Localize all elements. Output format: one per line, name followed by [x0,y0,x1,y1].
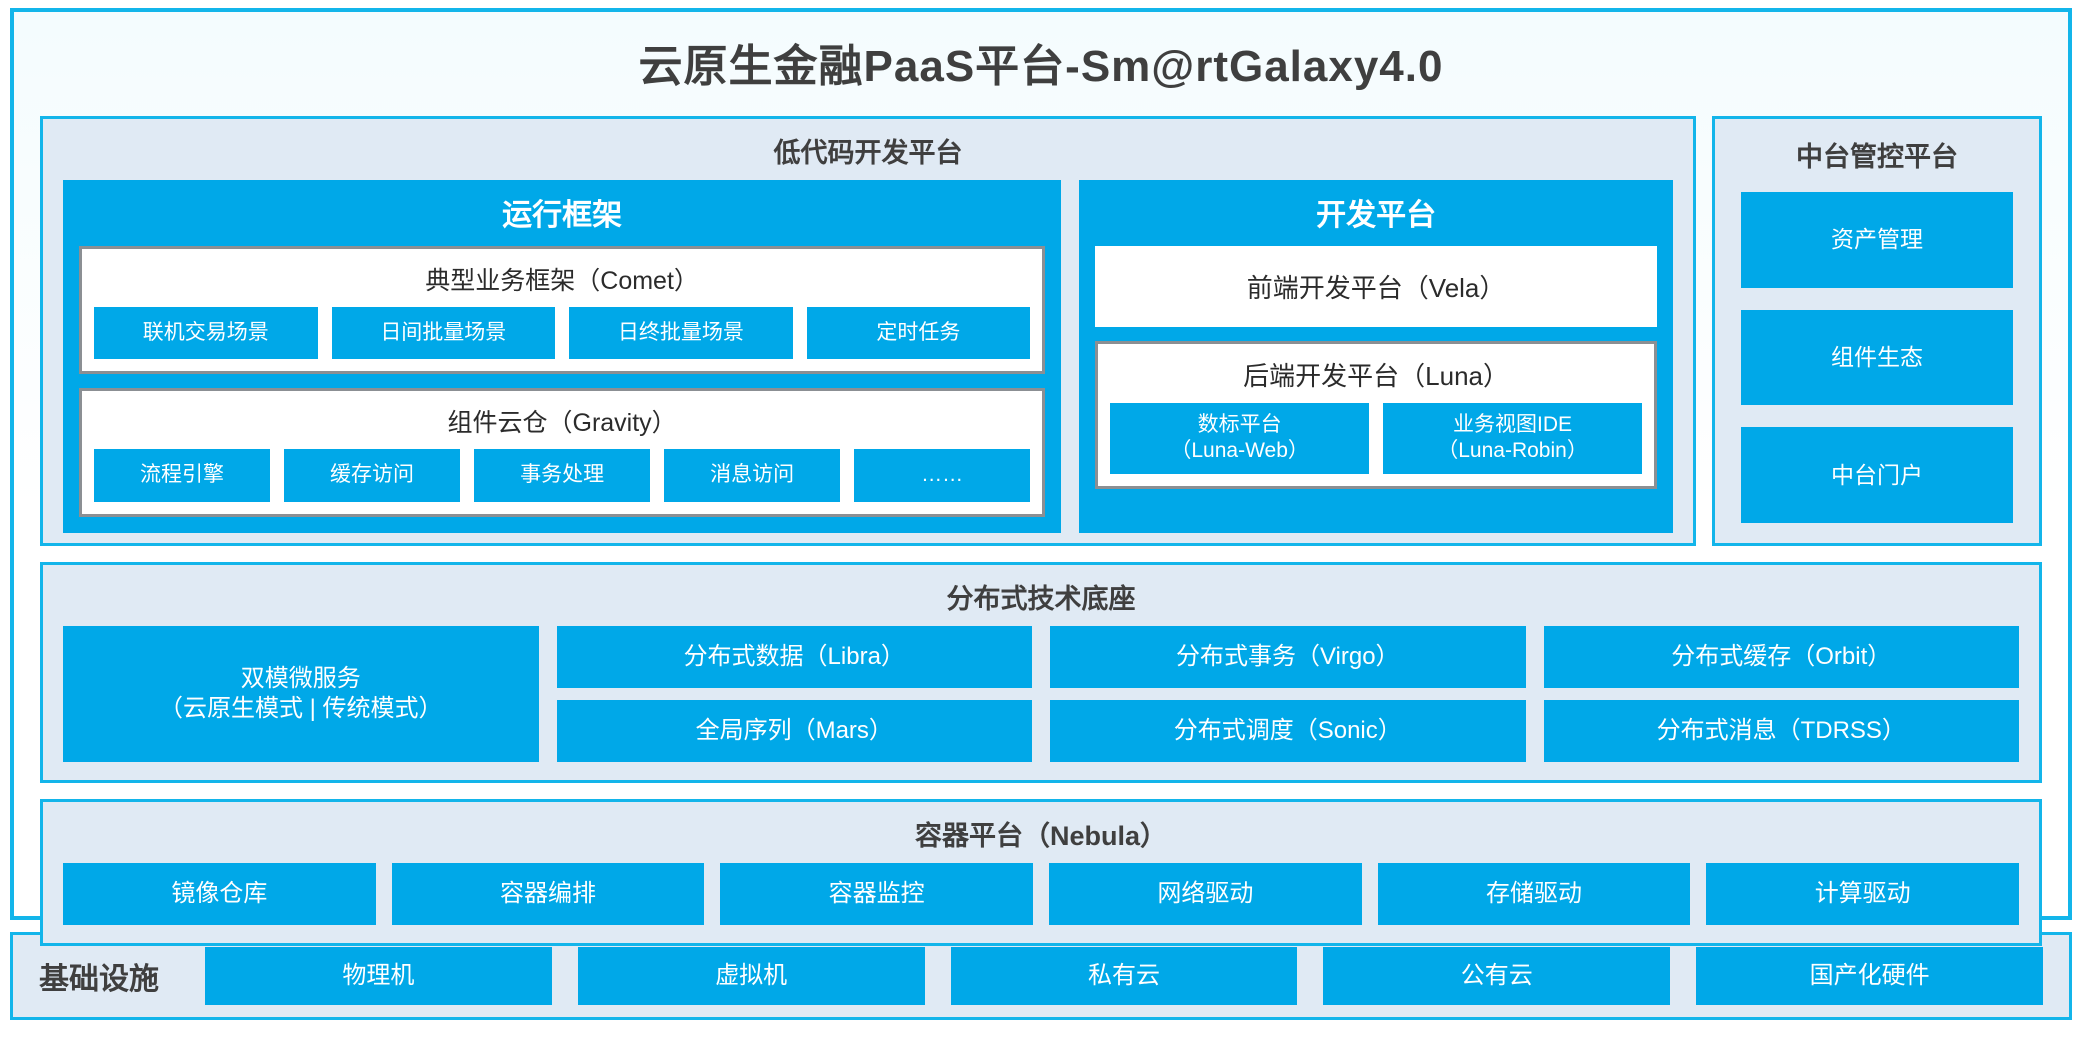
tile-luna-web-line1: 数标平台 [1197,413,1282,436]
tile-physical-machine[interactable]: 物理机 [205,947,552,1005]
tile-domestic-hardware[interactable]: 国产化硬件 [1696,947,2043,1005]
tile-gravity-0[interactable]: 流程引擎 [94,449,271,502]
backend-dev-box: 后端开发平台（Luna） 数标平台 （Luna-Web） 业务视图IDE （Lu… [1095,341,1657,489]
distributed-base-title: 分布式技术底座 [946,584,1136,614]
tile-microservice-line1: 双模微服务 [240,665,361,692]
tile-microservice-line2: （云原生模式 | 传统模式） [158,695,443,722]
tile-container-monitoring[interactable]: 容器监控 [720,863,1034,925]
tile-comet-2[interactable]: 日终批量场景 [569,307,793,360]
container-platform-panel: 容器平台（Nebula） 镜像仓库 容器编排 容器监控 网络驱动 存储驱动 计算… [40,799,2042,946]
frontend-dev-box[interactable]: 前端开发平台（Vela） [1095,246,1657,327]
lowcode-platform-title: 低代码开发平台 [773,138,963,168]
tile-container-orchestration[interactable]: 容器编排 [391,863,705,925]
dev-platform-title: 开发平台 [1316,199,1437,232]
mid-platform-title: 中台管控平台 [1796,142,1958,172]
tile-luna-robin-line2: （Luna-Robin） [1437,439,1588,463]
backend-tile-row: 数标平台 （Luna-Web） 业务视图IDE （Luna-Robin） [1110,403,1642,474]
gravity-tile-row: 流程引擎 缓存访问 事务处理 消息访问 …… [94,449,1031,502]
dev-platform-card: 开发平台 前端开发平台（Vela） 后端开发平台（Luna） 数标平台 （Lun… [1079,180,1673,533]
comet-box: 典型业务框架（Comet） 联机交易场景 日间批量场景 日终批量场景 定时任务 [79,246,1046,375]
backend-dev-title: 后端开发平台（Luna） [1243,361,1510,391]
comet-title: 典型业务框架（Comet） [425,267,699,295]
tile-compute-driver[interactable]: 计算驱动 [1706,863,2020,925]
mid-platform-tiles: 资产管理 组件生态 中台门户 [1741,192,2013,524]
distributed-base-body: 双模微服务 （云原生模式 | 传统模式） 分布式数据（Libra） 全局序列（M… [43,626,2039,762]
tile-dual-mode-microservice[interactable]: 双模微服务 （云原生模式 | 传统模式） [63,626,539,762]
distributed-col-microservice: 双模微服务 （云原生模式 | 传统模式） [63,626,539,762]
tile-image-registry[interactable]: 镜像仓库 [63,863,376,925]
distributed-base-panel: 分布式技术底座 双模微服务 （云原生模式 | 传统模式） 分布式数据（Libra… [40,562,2042,783]
infrastructure-panel: 基础设施 物理机 虚拟机 私有云 公有云 国产化硬件 [10,932,2072,1020]
tile-component-ecosystem[interactable]: 组件生态 [1741,309,2013,406]
lowcode-platform-body: 运行框架 典型业务框架（Comet） 联机交易场景 日间批量场景 日终批量场景 … [43,180,1693,551]
runtime-framework-card: 运行框架 典型业务框架（Comet） 联机交易场景 日间批量场景 日终批量场景 … [63,180,1062,533]
tile-distributed-transaction[interactable]: 分布式事务（Virgo） [1050,626,1526,688]
gravity-title: 组件云仓（Gravity） [447,409,677,438]
main-frame: 云原生金融PaaS平台-Sm@rtGalaxy4.0 低代码开发平台 运行框架 … [10,8,2072,946]
distributed-col-3: 分布式缓存（Orbit） 分布式消息（TDRSS） [1543,626,2019,762]
container-platform-body: 镜像仓库 容器编排 容器监控 网络驱动 存储驱动 计算驱动 [43,863,2039,925]
gravity-box: 组件云仓（Gravity） 流程引擎 缓存访问 事务处理 消息访问 …… [79,388,1046,517]
tile-luna-robin[interactable]: 业务视图IDE （Luna-Robin） [1383,403,1642,474]
tile-distributed-data[interactable]: 分布式数据（Libra） [556,626,1032,688]
infrastructure-label: 基础设施 [39,963,159,996]
tile-gravity-3[interactable]: 消息访问 [664,449,841,502]
tile-network-driver[interactable]: 网络驱动 [1049,863,1362,925]
comet-tile-row: 联机交易场景 日间批量场景 日终批量场景 定时任务 [94,307,1031,360]
tile-asset-management[interactable]: 资产管理 [1741,192,2013,288]
top-row: 低代码开发平台 运行框架 典型业务框架（Comet） 联机交易场景 日间批量场景… [40,116,2042,546]
page-title: 云原生金融PaaS平台-Sm@rtGalaxy4.0 [638,42,1444,91]
lowcode-platform-panel: 低代码开发平台 运行框架 典型业务框架（Comet） 联机交易场景 日间批量场景… [40,116,1696,546]
tile-global-sequence[interactable]: 全局序列（Mars） [556,700,1032,762]
tile-storage-driver[interactable]: 存储驱动 [1377,863,1691,925]
tile-luna-web[interactable]: 数标平台 （Luna-Web） [1110,403,1370,474]
tile-mid-portal[interactable]: 中台门户 [1741,427,2013,524]
tile-distributed-message[interactable]: 分布式消息（TDRSS） [1543,700,2019,762]
tile-gravity-more[interactable]: …… [854,449,1031,502]
tile-public-cloud[interactable]: 公有云 [1323,947,1671,1005]
distributed-col-2: 分布式事务（Virgo） 分布式调度（Sonic） [1050,626,1526,762]
tile-luna-web-line2: （Luna-Web） [1170,439,1309,463]
runtime-framework-title: 运行框架 [502,199,623,232]
frontend-dev-label: 前端开发平台（Vela） [1246,273,1506,303]
container-platform-title: 容器平台（Nebula） [914,821,1168,851]
tile-comet-1[interactable]: 日间批量场景 [331,307,556,360]
tile-luna-robin-line1: 业务视图IDE [1453,413,1573,436]
tile-private-cloud[interactable]: 私有云 [950,947,1298,1005]
tile-distributed-scheduling[interactable]: 分布式调度（Sonic） [1050,700,1526,762]
tile-distributed-cache[interactable]: 分布式缓存（Orbit） [1543,626,2019,688]
tile-gravity-2[interactable]: 事务处理 [474,449,651,502]
tile-gravity-1[interactable]: 缓存访问 [284,449,461,502]
tile-comet-3[interactable]: 定时任务 [806,307,1031,360]
tile-virtual-machine[interactable]: 虚拟机 [577,947,925,1005]
mid-platform-panel: 中台管控平台 资产管理 组件生态 中台门户 [1712,116,2042,546]
distributed-col-1: 分布式数据（Libra） 全局序列（Mars） [556,626,1032,762]
tile-comet-0[interactable]: 联机交易场景 [94,307,318,360]
